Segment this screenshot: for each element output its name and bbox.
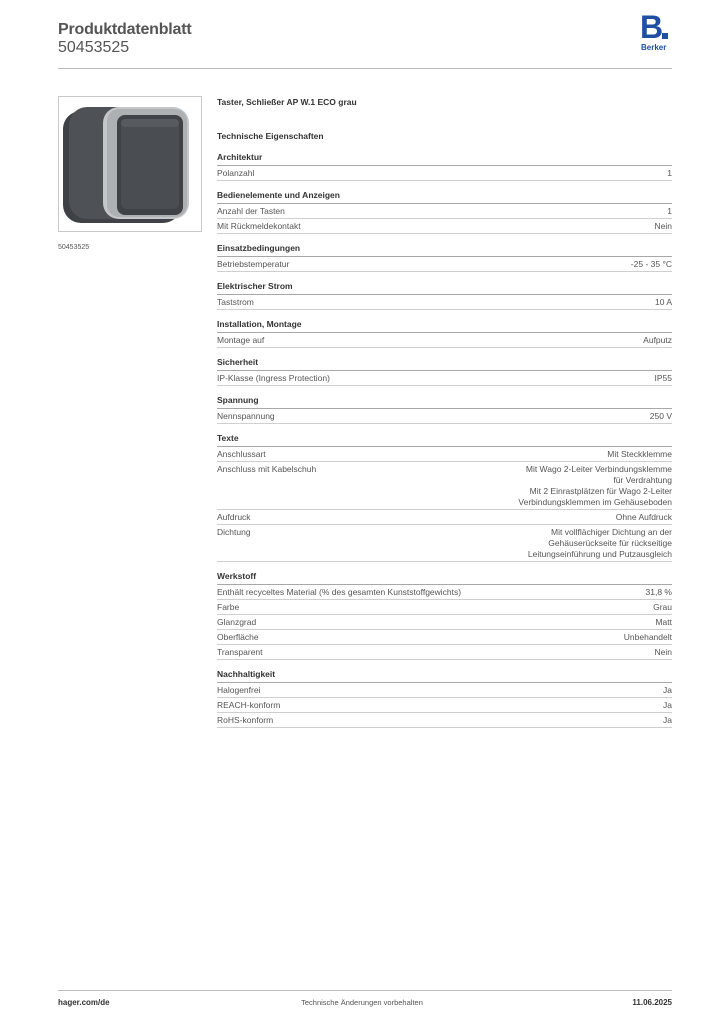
property-label: Nennspannung bbox=[217, 411, 275, 421]
property-value: Ja bbox=[663, 685, 672, 695]
logo-brand-text: Berker bbox=[641, 43, 667, 52]
page-title: Produktdatenblatt bbox=[58, 21, 192, 38]
footer-disclaimer: Technische Änderungen vorbehalten bbox=[301, 998, 423, 1007]
property-label: Dichtung bbox=[217, 527, 251, 537]
section-heading: Architektur bbox=[217, 152, 672, 166]
property-value: Unbehandelt bbox=[623, 632, 672, 642]
logo-dot bbox=[662, 33, 668, 39]
property-label: RoHS-konform bbox=[217, 715, 274, 725]
property-row: Anschlussart Mit Steckklemme bbox=[217, 447, 672, 462]
product-name: Taster, Schließer AP W.1 ECO grau bbox=[217, 97, 357, 107]
property-value: Matt bbox=[655, 617, 672, 627]
property-label: Glanzgrad bbox=[217, 617, 257, 627]
property-label: IP-Klasse (Ingress Protection) bbox=[217, 373, 330, 383]
property-row: Nennspannung 250 V bbox=[217, 409, 672, 424]
section-heading: Bedienelemente und Anzeigen bbox=[217, 190, 672, 204]
logo-letter: B bbox=[640, 9, 664, 45]
property-value: Nein bbox=[654, 647, 672, 657]
property-row: Farbe Grau bbox=[217, 600, 672, 615]
property-label: Transparent bbox=[217, 647, 263, 657]
property-row: Oberfläche Unbehandelt bbox=[217, 630, 672, 645]
product-number: 50453525 bbox=[58, 39, 130, 56]
section-heading: Texte bbox=[217, 433, 672, 447]
property-row: Anzahl der Tasten 1 bbox=[217, 204, 672, 219]
footer-website: hager.com/de bbox=[58, 998, 110, 1007]
property-value: 1 bbox=[667, 206, 672, 216]
footer-divider bbox=[58, 990, 672, 991]
property-value: Ohne Aufdruck bbox=[615, 512, 672, 522]
property-label: Oberfläche bbox=[217, 632, 259, 642]
property-label: Aufdruck bbox=[217, 512, 251, 522]
property-row: Enthält recyceltes Material (% des gesam… bbox=[217, 585, 672, 600]
property-value: Grau bbox=[653, 602, 672, 612]
property-row: Montage auf Aufputz bbox=[217, 333, 672, 348]
property-row: Betriebstemperatur -25 - 35 °C bbox=[217, 257, 672, 272]
property-value: 250 V bbox=[649, 411, 672, 421]
section-heading: Spannung bbox=[217, 395, 672, 409]
property-value: Aufputz bbox=[643, 335, 672, 345]
property-row: Dichtung Mit vollflächiger Dichtung an de… bbox=[217, 525, 672, 562]
property-row: Anschluss mit Kabelschuh Mit Wago 2-Leite… bbox=[217, 462, 672, 510]
datasheet-content: Taster, Schließer AP W.1 ECO grau Techni… bbox=[217, 95, 672, 728]
property-row: Polanzahl 1 bbox=[217, 166, 672, 181]
section-heading: Installation, Montage bbox=[217, 319, 672, 333]
property-label: Betriebstemperatur bbox=[217, 259, 290, 269]
property-value: -25 - 35 °C bbox=[630, 259, 672, 269]
property-row: Glanzgrad Matt bbox=[217, 615, 672, 630]
property-row: Taststrom 10 A bbox=[217, 295, 672, 310]
section-heading: Nachhaltigkeit bbox=[217, 669, 672, 683]
header-divider bbox=[58, 68, 672, 69]
property-row: Transparent Nein bbox=[217, 645, 672, 660]
section-heading: Sicherheit bbox=[217, 357, 672, 371]
property-label: Mit Rückmeldekontakt bbox=[217, 221, 301, 231]
section-heading: Einsatzbedingungen bbox=[217, 243, 672, 257]
section-heading: Elektrischer Strom bbox=[217, 281, 672, 295]
property-value: Ja bbox=[663, 715, 672, 725]
properties-title: Technische Eigenschaften bbox=[217, 131, 324, 141]
property-value: Nein bbox=[654, 221, 672, 231]
footer-date: 11.06.2025 bbox=[632, 998, 672, 1007]
berker-logo: B Berker bbox=[640, 9, 674, 55]
property-label: Halogenfrei bbox=[217, 685, 261, 695]
property-value: 1 bbox=[667, 168, 672, 178]
property-label: Taststrom bbox=[217, 297, 254, 307]
property-row: IP-Klasse (Ingress Protection) IP55 bbox=[217, 371, 672, 386]
property-label: Anzahl der Tasten bbox=[217, 206, 285, 216]
property-row: Halogenfrei Ja bbox=[217, 683, 672, 698]
property-label: Polanzahl bbox=[217, 168, 255, 178]
property-value: Mit Wago 2-Leiter Verbindungsklemme für … bbox=[518, 464, 672, 507]
section-heading: Werkstoff bbox=[217, 571, 672, 585]
property-label: Anschlussart bbox=[217, 449, 266, 459]
property-value: IP55 bbox=[654, 373, 673, 383]
property-label: REACH-konform bbox=[217, 700, 281, 710]
product-image bbox=[58, 96, 202, 232]
property-row: RoHS-konform Ja bbox=[217, 713, 672, 728]
property-row: Aufdruck Ohne Aufdruck bbox=[217, 510, 672, 525]
property-value: 10 A bbox=[654, 297, 672, 307]
property-label: Enthält recyceltes Material (% des gesam… bbox=[217, 587, 462, 597]
property-row: Mit Rückmeldekontakt Nein bbox=[217, 219, 672, 234]
property-label: Anschluss mit Kabelschuh bbox=[217, 464, 317, 474]
property-label: Farbe bbox=[217, 602, 240, 612]
switch-illustration bbox=[63, 107, 189, 223]
property-value: Mit Steckklemme bbox=[607, 449, 672, 459]
property-value: Ja bbox=[663, 700, 672, 710]
property-label: Montage auf bbox=[217, 335, 265, 345]
property-value: Mit vollflächiger Dichtung an der Gehäus… bbox=[527, 527, 672, 559]
property-value: 31,8 % bbox=[645, 587, 672, 597]
image-caption: 50453525 bbox=[58, 244, 90, 251]
property-row: REACH-konform Ja bbox=[217, 698, 672, 713]
